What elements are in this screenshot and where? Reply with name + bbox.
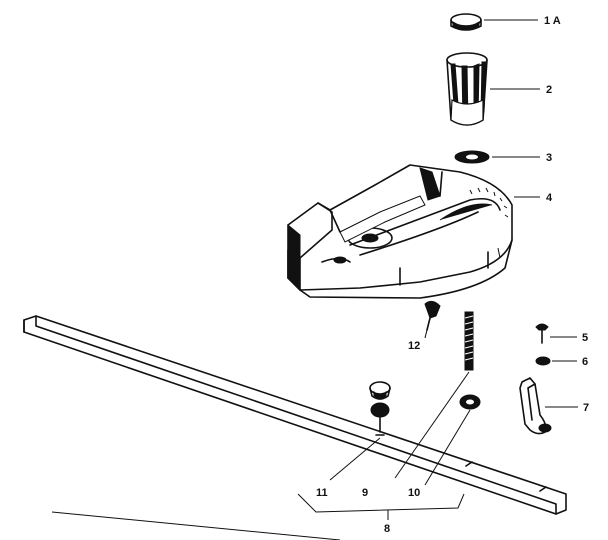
callout-6: 6 xyxy=(582,356,588,368)
miter-gauge-body-part-4 xyxy=(287,164,513,299)
cap-part-1a xyxy=(450,13,482,31)
callout-5: 5 xyxy=(582,332,588,344)
miter-bar xyxy=(23,315,567,515)
callout-3: 3 xyxy=(546,152,552,164)
callout-labels: 1 A 2 3 4 5 6 7 12 11 9 10 8 xyxy=(316,15,589,535)
callout-1a: 1 A xyxy=(544,15,561,27)
callout-8: 8 xyxy=(384,523,390,535)
nut-part-10 xyxy=(459,394,481,410)
stop-clip-part-7 xyxy=(519,377,552,435)
callout-7: 7 xyxy=(583,402,589,414)
callout-11: 11 xyxy=(316,487,328,499)
screw-part-5 xyxy=(535,323,549,344)
washer-part-6 xyxy=(535,356,551,366)
knob-part-2 xyxy=(446,52,488,126)
washer-part-3 xyxy=(454,150,490,164)
callout-2: 2 xyxy=(546,84,552,96)
stop-pin-part-11 xyxy=(369,381,391,436)
screw-part-12 xyxy=(424,300,441,331)
callout-4: 4 xyxy=(546,192,553,204)
callout-10: 10 xyxy=(408,487,420,499)
callout-12: 12 xyxy=(408,340,420,352)
leader-lines xyxy=(51,19,578,540)
callout-9: 9 xyxy=(362,487,368,499)
threaded-rod-part-9 xyxy=(464,311,474,371)
